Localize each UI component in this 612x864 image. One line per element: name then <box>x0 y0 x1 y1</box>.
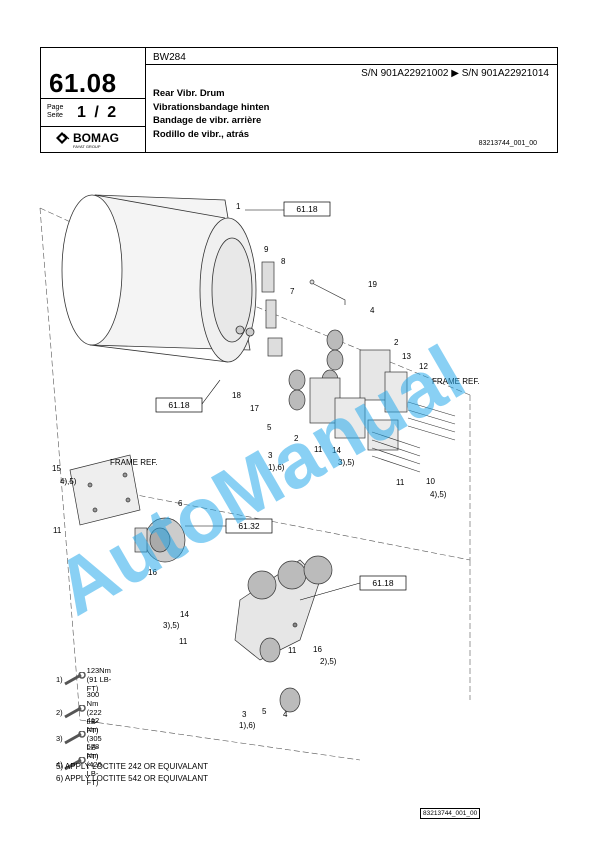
svg-text:FAYAT GROUP: FAYAT GROUP <box>73 144 101 149</box>
callout: 19 <box>368 280 377 289</box>
lower-bracket <box>234 555 333 713</box>
wrench-icon <box>63 729 87 747</box>
title-fr: Bandage de vibr. arrière <box>153 115 262 126</box>
callout: 14 <box>180 610 189 619</box>
legend-row: 3) 412 Nm (305 LB-FT) <box>56 716 102 761</box>
doc-reference: 83213744_001_00 <box>478 140 537 147</box>
title-en: Rear Vibr. Drum <box>153 88 225 99</box>
callout: 11 <box>288 646 297 655</box>
legend-row: 1) 123Nm (91 LB-FT) <box>56 666 112 693</box>
callout: 4 <box>283 710 288 719</box>
callout: 7 <box>290 287 295 296</box>
callout-note: 1),6) <box>239 721 256 730</box>
header-block: BW284 S/N 901A22921002 ▶ S/N 901A2292101… <box>40 47 558 153</box>
frame-bracket-left <box>69 454 141 526</box>
frame-ref: FRAME REF. <box>432 377 480 386</box>
callout: 10 <box>426 477 435 486</box>
callout: 9 <box>264 245 269 254</box>
drum <box>61 194 257 363</box>
callout: 2 <box>294 434 299 443</box>
bolts-right <box>371 401 456 473</box>
header-divider-vertical <box>145 48 146 152</box>
legend-row: 2) 300 Nm (222 LB-FT) <box>56 690 102 735</box>
ref-label: 61.32 <box>238 521 260 531</box>
ref-box <box>283 201 331 217</box>
loctite-note: 6) APPLY LOCTITE 542 OR EQUIVALANT <box>56 774 209 783</box>
header-divider <box>145 64 557 65</box>
page-label: Page Seite <box>47 104 64 119</box>
wrench-icon <box>63 755 87 773</box>
exploded-diagram: 61.18 61.18 61.32 61.18 1 9 8 7 19 4 2 1… <box>39 194 480 761</box>
callout: 1 <box>236 202 241 211</box>
callout: 11 <box>314 445 323 454</box>
callout: 17 <box>250 404 259 413</box>
chapter-number: 61.08 <box>49 68 117 98</box>
title-es: Rodillo de vibr., atrás <box>153 128 250 140</box>
wrench-icon <box>63 703 87 721</box>
footer-doc-reference: 83213744_001_00 <box>420 808 481 819</box>
legend-row: 4) 578 Nm (426 LB-FT) <box>56 742 102 787</box>
callout: 11 <box>179 637 188 646</box>
callout: 14 <box>332 446 341 455</box>
callout-note: 2),5) <box>320 657 337 666</box>
callout: 8 <box>281 257 286 266</box>
bomag-logo: BOMAG FAYAT GROUP <box>55 131 135 154</box>
callout: 5 <box>267 423 272 432</box>
callout: 15 <box>52 464 61 473</box>
ref-label: 61.18 <box>168 400 190 410</box>
ref-label: 61.18 <box>296 204 318 214</box>
callout: 18 <box>232 391 241 400</box>
callout: 12 <box>419 362 428 371</box>
callout: 4 <box>370 306 375 315</box>
callout: 11 <box>396 478 405 487</box>
vibration-motor <box>134 517 186 563</box>
callout-note: 3),5) <box>163 621 180 630</box>
callout: 5 <box>262 707 267 716</box>
frame-ref: FRAME REF. <box>110 458 158 467</box>
wrench-icon <box>63 670 87 688</box>
callout: 3 <box>242 710 247 719</box>
callout: 2 <box>394 338 399 347</box>
callout: 6 <box>178 499 183 508</box>
page-number: 1 / 2 <box>77 104 119 121</box>
callout: 13 <box>402 352 411 361</box>
callout-note: 1),6) <box>268 463 285 472</box>
title-de: Vibrationsbandage hinten <box>153 101 270 113</box>
callout: 11 <box>53 526 62 535</box>
callout-note: 4),5) <box>430 490 447 499</box>
hub-parts <box>261 261 346 357</box>
header-divider <box>41 98 145 99</box>
callout-note: 3),5) <box>338 458 355 467</box>
callout: 3 <box>268 451 273 460</box>
ref-box <box>155 397 203 413</box>
ref-label: 61.18 <box>372 578 394 588</box>
model-name: BW284 <box>153 52 186 63</box>
rubber-buffers-upper <box>288 329 408 451</box>
header-divider <box>41 126 145 127</box>
serial-range: S/N 901A22921002 ▶ S/N 901A22921014 <box>361 68 549 79</box>
dashed-guide <box>79 719 361 761</box>
page-title: Rear Vibr. Drum Vibrationsbandage hinten… <box>153 87 269 141</box>
loctite-note: 5) APPLY LOCTITE 242 OR EQUIVALANT <box>56 762 209 771</box>
dashed-guide <box>239 299 471 396</box>
dashed-guide <box>39 207 81 721</box>
callout: 16 <box>313 645 322 654</box>
svg-text:BOMAG: BOMAG <box>73 131 119 145</box>
callout: 16 <box>148 568 157 577</box>
callout-note: 4),5) <box>60 477 77 486</box>
